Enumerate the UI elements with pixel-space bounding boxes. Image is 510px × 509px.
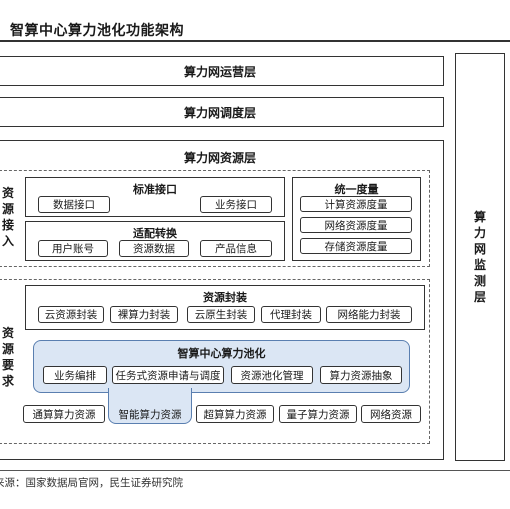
product-info-item: 产品信息 [200,240,272,257]
monitor-char: 网 [473,242,486,256]
footer-rule [0,470,510,471]
schedule-layer-label: 算力网调度层 [183,105,256,120]
pooling-tab [108,388,192,424]
encapsulation-title: 资源封装 [203,291,247,304]
access-label: 资 源 接 入 [1,186,14,248]
resource-layer-label: 算力网资源层 [183,151,256,165]
standard-interface-title: 标准接口 [133,183,177,196]
network-resource-item: 网络资源 [361,405,421,423]
source-note: 来源：国家数据局官网，民生证券研究院 [0,477,183,489]
cloudnative-encap-item: 云原生封装 [187,306,255,323]
ops-layer-label: 算力网运营层 [183,64,256,79]
orchestration-item: 业务编排 [43,366,107,384]
page-title: 智算中心算力池化功能架构 [10,23,184,39]
user-account-item: 用户账号 [38,240,108,257]
compute-measure-item: 计算资源度量 [300,196,412,212]
monitor-layer: 算 力 网 监 测 层 [455,53,505,461]
monitor-char: 层 [473,290,486,304]
resource-data-item: 资源数据 [119,240,189,257]
super-compute-item: 超算算力资源 [196,405,274,423]
schedule-layer: 算力网调度层 [0,97,444,127]
compute-abstraction-item: 算力资源抽象 [320,366,402,384]
pooling-title: 智算中心算力池化 [177,347,266,360]
network-measure-item: 网络资源度量 [300,217,412,233]
data-interface-item: 数据接口 [38,196,110,213]
requirement-label: 资 源 要 求 [1,326,14,388]
network-encap-item: 网络能力封装 [326,306,412,323]
monitor-char: 监 [473,258,486,272]
monitor-char: 力 [473,226,486,240]
quantum-compute-item: 量子算力资源 [279,405,357,423]
proxy-encap-item: 代理封装 [261,306,321,323]
cloud-encap-item: 云资源封装 [38,306,104,323]
task-scheduling-item: 任务式资源申请与调度 [112,366,224,384]
title-underline [0,40,510,42]
business-interface-item: 业务接口 [200,196,272,213]
measure-title: 统一度量 [334,183,379,196]
adapter-title: 适配转换 [133,227,177,240]
monitor-char: 算 [473,210,486,224]
intelligent-compute-item: 智能算力资源 [118,408,182,421]
resource-layer [0,140,444,460]
monitor-char: 测 [473,274,486,288]
storage-measure-item: 存储资源度量 [300,238,412,254]
ops-layer: 算力网运营层 [0,56,444,86]
general-compute-item: 通算算力资源 [23,405,105,423]
baremetal-encap-item: 裸算力封装 [110,306,178,323]
pool-management-item: 资源池化管理 [231,366,313,384]
